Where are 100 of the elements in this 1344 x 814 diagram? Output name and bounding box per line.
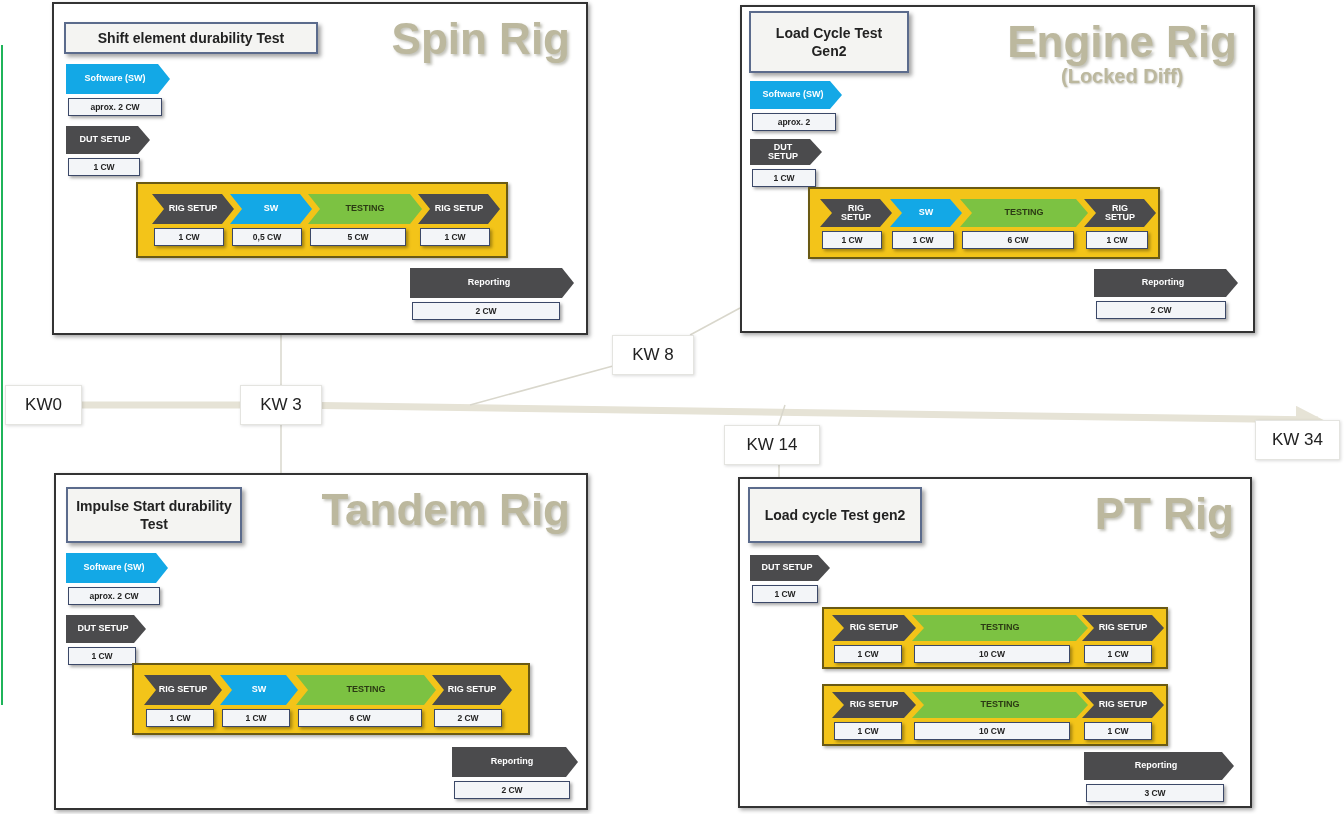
phase-label: TESTING [1004, 208, 1044, 218]
test-title-box [64, 22, 318, 54]
week-label: KW0 [25, 395, 62, 415]
phase-label: TESTING [980, 623, 1020, 633]
duration-box: 1 CW [154, 228, 224, 246]
phase-step [432, 675, 512, 705]
test-title: Load Cycle Test Gen2 [774, 23, 884, 61]
phase-label: RIG SETUP [434, 204, 484, 214]
connector-line [280, 424, 282, 474]
duration-box: aprox. 2 CW [68, 98, 162, 116]
phase-label: RIG SETUP [1098, 623, 1148, 633]
phase-step [750, 555, 830, 581]
phase-band [808, 187, 1160, 259]
phase-label: Reporting [490, 757, 534, 767]
phase-label: DUT SETUP [77, 624, 129, 634]
rig-panel [740, 5, 1255, 333]
duration-box: 1 CW [68, 647, 136, 665]
duration-box: 1 CW [146, 709, 214, 727]
duration-box: 2 CW [1096, 301, 1226, 319]
duration-box: 10 CW [914, 645, 1070, 663]
phase-label: TESTING [346, 685, 386, 695]
phase-label: RIG SETUP [1098, 700, 1148, 710]
phase-step [220, 675, 298, 705]
week-label: KW 8 [632, 345, 674, 365]
week-marker-box [1255, 420, 1340, 460]
phase-label: RIG SETUP [1104, 203, 1136, 223]
phase-label: SW [251, 685, 267, 695]
connector-line [777, 404, 786, 426]
phase-step [1082, 615, 1164, 641]
test-title-box [66, 487, 242, 543]
phase-label: Reporting [467, 278, 511, 288]
phase-step [308, 194, 422, 224]
phase-step [750, 81, 842, 109]
test-title-box [748, 487, 922, 543]
duration-box: 1 CW [68, 158, 140, 176]
phase-step [1094, 269, 1238, 297]
phase-step [960, 199, 1088, 227]
phase-label: TESTING [980, 700, 1020, 710]
phase-band [132, 663, 530, 735]
phase-label: RIG SETUP [840, 203, 872, 223]
phase-step [144, 675, 222, 705]
phase-step [296, 675, 436, 705]
phase-label: Reporting [1141, 278, 1185, 288]
phase-band [822, 684, 1168, 746]
phase-label: DUT SETUP [767, 142, 799, 162]
connector-line [469, 365, 613, 406]
phase-step [66, 553, 168, 583]
phase-label: TESTING [345, 204, 385, 214]
phase-label: Software (SW) [762, 90, 824, 100]
phase-step [152, 194, 234, 224]
phase-step [66, 64, 170, 94]
phase-label: SW [263, 204, 279, 214]
test-title: Load cycle Test gen2 [764, 505, 906, 525]
phase-step [820, 199, 892, 227]
phase-step [912, 692, 1088, 718]
duration-box: 10 CW [914, 722, 1070, 740]
connector-line [778, 464, 780, 478]
duration-box: 6 CW [298, 709, 422, 727]
phase-step [1082, 692, 1164, 718]
duration-box: 1 CW [892, 231, 954, 249]
duration-box: 2 CW [434, 709, 502, 727]
duration-box: 1 CW [834, 645, 902, 663]
duration-box: 6 CW [962, 231, 1074, 249]
rig-heading: Spin Rig [391, 16, 570, 63]
duration-box: 1 CW [420, 228, 490, 246]
week-marker-box [724, 425, 820, 465]
week-marker-box [5, 385, 82, 425]
test-title: Impulse Start durability Test [76, 496, 232, 534]
duration-box: aprox. 2 [752, 113, 836, 131]
test-title: Shift element durability Test [97, 28, 285, 48]
rig-heading: PT Rig [1094, 491, 1234, 538]
phase-label: DUT SETUP [79, 135, 131, 145]
phase-label: RIG SETUP [158, 685, 208, 695]
duration-box: aprox. 2 CW [68, 587, 160, 605]
phase-step [912, 615, 1088, 641]
phase-step [1084, 752, 1234, 780]
duration-box: 1 CW [1084, 645, 1152, 663]
phase-label: Reporting [1134, 761, 1178, 771]
phase-step [230, 194, 312, 224]
phase-label: DUT SETUP [761, 563, 813, 573]
duration-box: 1 CW [222, 709, 290, 727]
phase-step [66, 615, 146, 643]
rig-panel [52, 2, 588, 335]
duration-box: 3 CW [1086, 784, 1224, 802]
phase-label: Software (SW) [83, 563, 145, 573]
phase-step [410, 268, 574, 298]
duration-box: 2 CW [454, 781, 570, 799]
phase-label: RIG SETUP [849, 700, 899, 710]
phase-step [452, 747, 578, 777]
week-label: KW 34 [1272, 430, 1323, 450]
phase-label: RIG SETUP [168, 204, 218, 214]
phase-step [832, 692, 916, 718]
week-marker-box [240, 385, 322, 425]
connector-line [689, 307, 741, 336]
phase-step [1084, 199, 1156, 227]
duration-box: 2 CW [412, 302, 560, 320]
duration-box: 1 CW [752, 169, 816, 187]
rig-panel [54, 473, 588, 810]
phase-label: SW [918, 208, 934, 218]
phase-step [418, 194, 500, 224]
